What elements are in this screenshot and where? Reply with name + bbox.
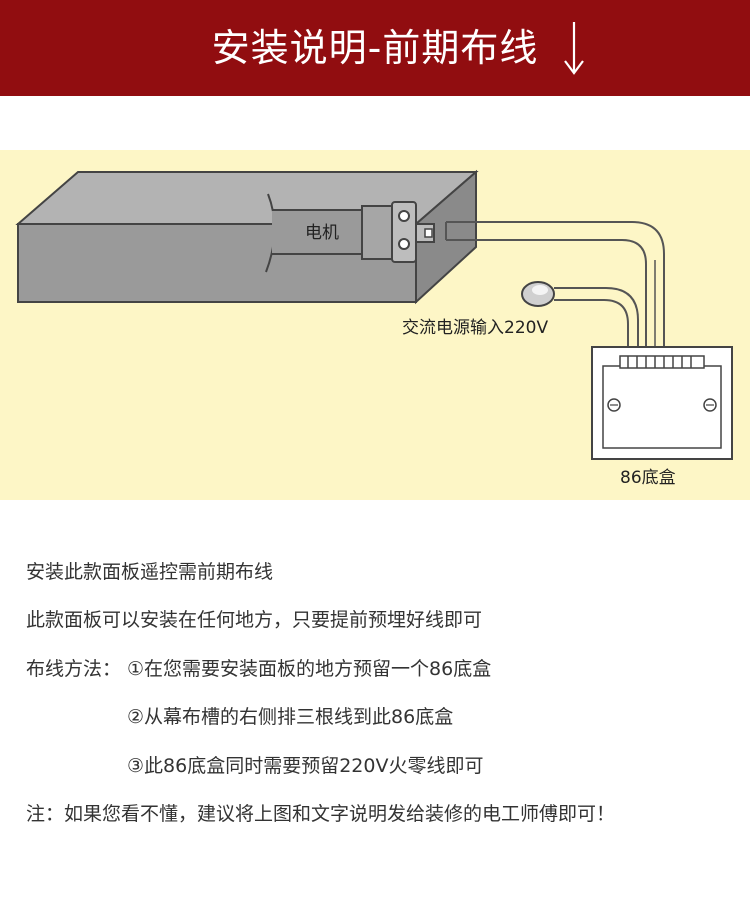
page-title: 安装说明-前期布线 — [211, 26, 539, 70]
wiring-diagram-svg: 电机 交流电源输入220V — [15, 169, 733, 488]
instruction-line-1: 安装此款面板遥控需前期布线 — [26, 561, 274, 583]
power-cable — [554, 287, 639, 348]
power-label: 交流电源输入220V — [402, 318, 548, 338]
instruction-line-2: 此款面板可以安装在任何地方，只要提前预埋好线即可 — [26, 609, 483, 631]
motor-cylinder — [265, 193, 435, 273]
junction-box-86 — [591, 346, 733, 460]
wiring-step-2: ②从幕布槽的右侧排三根线到此86底盒 — [127, 706, 454, 728]
wiring-method-label: 布线方法： — [26, 658, 122, 680]
motor-cable — [445, 221, 665, 348]
down-arrow-icon — [564, 22, 584, 75]
header-banner: 安装说明-前期布线 — [0, 0, 750, 96]
power-plug-icon — [521, 281, 555, 307]
wiring-diagram: 电机 交流电源输入220V — [0, 150, 750, 500]
motor-label: 电机 — [305, 223, 339, 243]
wiring-step-1: ①在您需要安装面板的地方预留一个86底盒 — [127, 658, 492, 680]
box-label: 86底盒 — [620, 468, 676, 488]
wiring-step-3: ③此86底盒同时需要预留220V火零线即可 — [127, 755, 484, 777]
note-text: 注：如果您看不懂，建议将上图和文字说明发给装修的电工师傅即可！ — [26, 803, 616, 825]
